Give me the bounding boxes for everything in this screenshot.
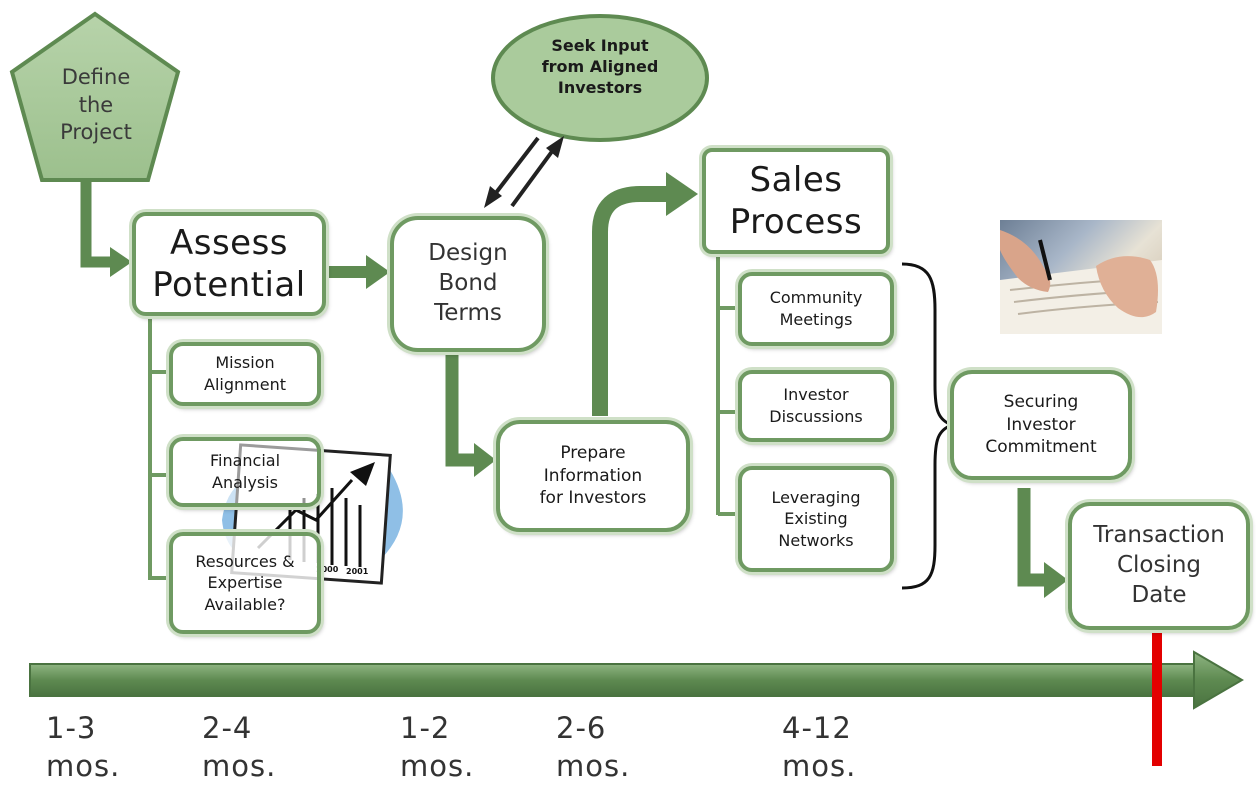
seek-input-label: Seek Input from Aligned Investors bbox=[541, 36, 659, 97]
arrowhead-assess-to-design bbox=[366, 255, 390, 289]
timeline-tick-4: 2-6 mos. bbox=[556, 711, 631, 783]
sales-item-leveraging-networks: Leveraging Existing Networks bbox=[738, 466, 894, 572]
sales-process-box: Sales Process bbox=[702, 148, 890, 254]
bidirectional-arrows bbox=[484, 136, 564, 208]
define-project-shape bbox=[9, 11, 181, 182]
arrowhead-prepare-to-sales bbox=[666, 172, 698, 216]
design-bond-terms-box: Design Bond Terms bbox=[390, 216, 546, 352]
assess-item-mission-alignment: Mission Alignment bbox=[169, 342, 321, 406]
seek-input-oval bbox=[491, 14, 709, 142]
define-project-label: Define the Project bbox=[60, 65, 132, 145]
arrowhead-securing-to-closing bbox=[1044, 562, 1068, 598]
transaction-closing-box: Transaction Closing Date bbox=[1068, 502, 1250, 630]
arrowhead-define-to-assess bbox=[110, 247, 132, 277]
timeline-arrowhead bbox=[1193, 650, 1244, 710]
closing-date-marker bbox=[1152, 626, 1162, 766]
chart-year-2001: 2001 bbox=[346, 567, 369, 576]
curly-brace bbox=[901, 262, 957, 590]
arrow-design-to-prepare bbox=[445, 352, 476, 467]
timeline-bar bbox=[29, 663, 1199, 697]
signing-document-photo bbox=[1000, 220, 1162, 334]
sales-item-investor-discussions: Investor Discussions bbox=[738, 370, 894, 442]
assess-item-resources-expertise: Resources & Expertise Available? bbox=[169, 532, 321, 634]
chart-year-2000: 2000 bbox=[316, 565, 339, 574]
arrow-prepare-to-sales bbox=[592, 186, 670, 416]
assess-item-financial-analysis: Financial Analysis bbox=[169, 437, 321, 507]
arrowhead-design-to-prepare bbox=[474, 443, 496, 477]
assess-sublist-bracket bbox=[148, 315, 170, 580]
sales-sublist-bracket bbox=[716, 255, 738, 516]
prepare-information-box: Prepare Information for Investors bbox=[496, 420, 690, 532]
securing-commitment-box: Securing Investor Commitment bbox=[950, 370, 1132, 480]
timeline-tick-5: 4-12 mos. bbox=[782, 711, 857, 783]
timeline-tick-2: 2-4 mos. bbox=[202, 711, 277, 783]
timeline-tick-1: 1-3 mos. bbox=[46, 711, 121, 783]
arrow-define-to-assess bbox=[80, 182, 112, 268]
sales-item-community-meetings: Community Meetings bbox=[738, 272, 894, 346]
timeline-tick-3: 1-2 mos. bbox=[400, 711, 475, 783]
arrow-securing-to-closing bbox=[1017, 488, 1046, 587]
assess-potential-box: Assess Potential bbox=[132, 212, 326, 316]
